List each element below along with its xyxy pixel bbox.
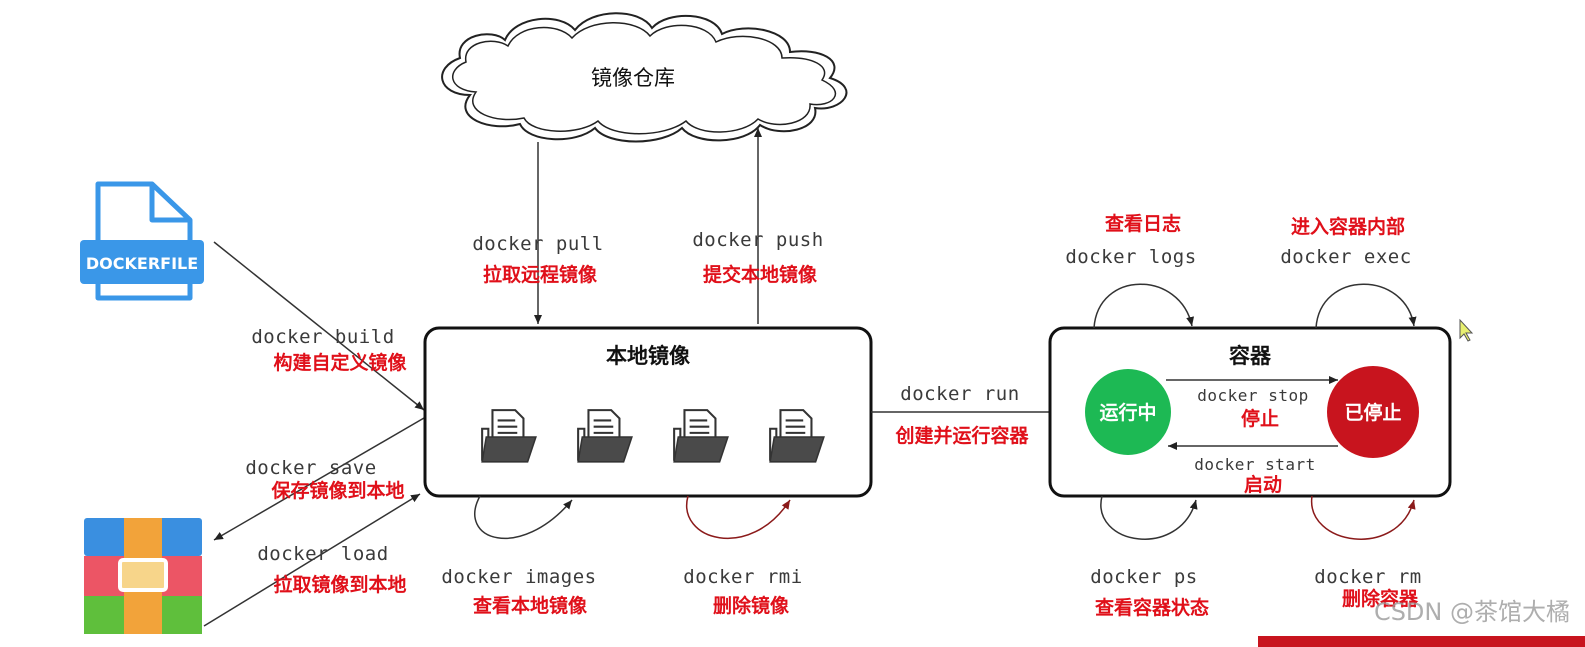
dockerfile-icon: DOCKERFILE (80, 181, 204, 301)
save-arrow (213, 417, 425, 541)
images-loop-arrow (474, 495, 573, 539)
local-images-box: 本地镜像 (423, 326, 873, 498)
desc-ps: 查看容器状态 (1094, 596, 1209, 619)
cmd-start: docker start (1194, 455, 1316, 474)
cmd-load: docker load (257, 543, 388, 565)
desc-push: 提交本地镜像 (703, 263, 818, 286)
desc-run: 创建并运行容器 (894, 424, 1029, 447)
ps-loop-arrow (1100, 495, 1198, 540)
exec-loop-arrow (1315, 283, 1417, 329)
desc-images: 查看本地镜像 (472, 594, 588, 617)
desc-stop: 停止 (1241, 407, 1279, 430)
cmd-exec: docker exec (1280, 246, 1411, 268)
cmd-run: docker run (900, 383, 1019, 405)
cmd-rm: docker rm (1314, 566, 1421, 588)
running-label: 运行中 (1099, 401, 1156, 424)
image-registry-cloud: 镜像仓库 (441, 12, 848, 143)
desc-start: 启动 (1244, 473, 1282, 496)
stopped-state-circle (1327, 366, 1419, 458)
cmd-pull: docker pull (472, 233, 603, 255)
dockerfile-label: DOCKERFILE (86, 254, 198, 273)
cmd-stop: docker stop (1197, 386, 1308, 405)
desc-build: 构建自定义镜像 (273, 351, 407, 374)
mouse-cursor-icon (1459, 318, 1474, 342)
watermark: CSDN @茶馆大橘 (1374, 598, 1570, 626)
rmi-loop-arrow (685, 495, 791, 539)
load-arrow (203, 493, 421, 627)
cmd-rmi: docker rmi (683, 566, 802, 588)
desc-rmi: 删除镜像 (713, 594, 790, 617)
bottom-red-bar (1258, 636, 1585, 647)
desc-load: 拉取镜像到本地 (273, 573, 406, 596)
logs-loop-arrow (1093, 283, 1195, 329)
local-images-title: 本地镜像 (606, 344, 691, 368)
cmd-images: docker images (441, 566, 596, 588)
cmd-build: docker build (251, 326, 394, 348)
desc-logs: 查看日志 (1104, 212, 1181, 235)
archive-icon (84, 518, 202, 634)
cmd-ps: docker ps (1090, 566, 1197, 588)
build-arrow (213, 241, 425, 411)
stopped-label: 已停止 (1344, 401, 1401, 424)
running-state-circle (1085, 369, 1171, 455)
rm-loop-arrow (1311, 495, 1416, 540)
cmd-push: docker push (692, 229, 823, 251)
desc-pull: 拉取远程镜像 (483, 263, 598, 286)
desc-save: 保存镜像到本地 (270, 479, 404, 502)
desc-exec: 进入容器内部 (1291, 215, 1405, 238)
desc-rm: 删除容器 (1342, 587, 1419, 610)
cloud-label: 镜像仓库 (591, 66, 675, 90)
container-title: 容器 (1229, 344, 1272, 368)
cmd-logs: docker logs (1065, 246, 1196, 268)
cmd-save: docker save (245, 457, 376, 479)
container-box: 容器 运行中 已停止 docker stop 停止 docker start 启… (1048, 326, 1452, 498)
